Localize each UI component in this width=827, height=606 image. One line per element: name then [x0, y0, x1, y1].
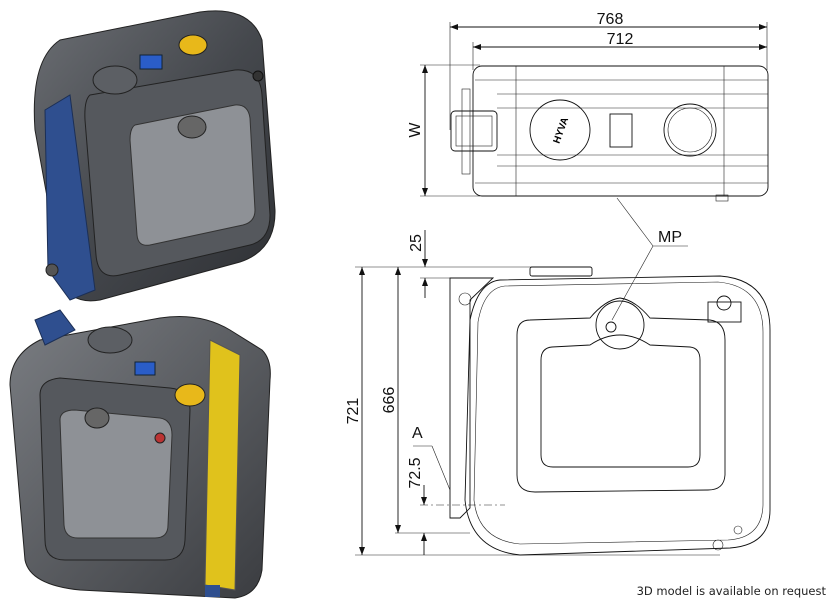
label-mp: MP — [658, 229, 682, 246]
logo-text: HYVA — [552, 116, 572, 145]
tank-render-front-right — [9, 309, 271, 599]
dim-body-height: 666 — [381, 387, 398, 414]
note-3d-model: 3D model is available on request — [637, 584, 827, 598]
top-view: 768 712 W HYVA — [407, 11, 769, 202]
mp-callout: MP — [611, 197, 688, 321]
dim-body-length: 712 — [607, 31, 634, 48]
filler-cap-icon — [178, 34, 208, 56]
sight-glass — [139, 54, 163, 70]
logo-cap — [529, 99, 591, 161]
label-a: A — [412, 425, 423, 442]
blue-bracket — [44, 94, 96, 301]
dim-overall-height: 721 — [345, 398, 362, 425]
dim-overall-length: 768 — [597, 11, 624, 28]
dim-width: W — [407, 122, 424, 138]
cap-icon — [92, 65, 138, 95]
dim-drain-height: 72.5 — [407, 457, 424, 488]
front-view: 721 666 25 72.5 A — [345, 230, 771, 556]
tank-render-rear-left — [33, 10, 276, 302]
dim-top-offset: 25 — [408, 234, 425, 252]
yellow-side-panel — [204, 339, 241, 591]
